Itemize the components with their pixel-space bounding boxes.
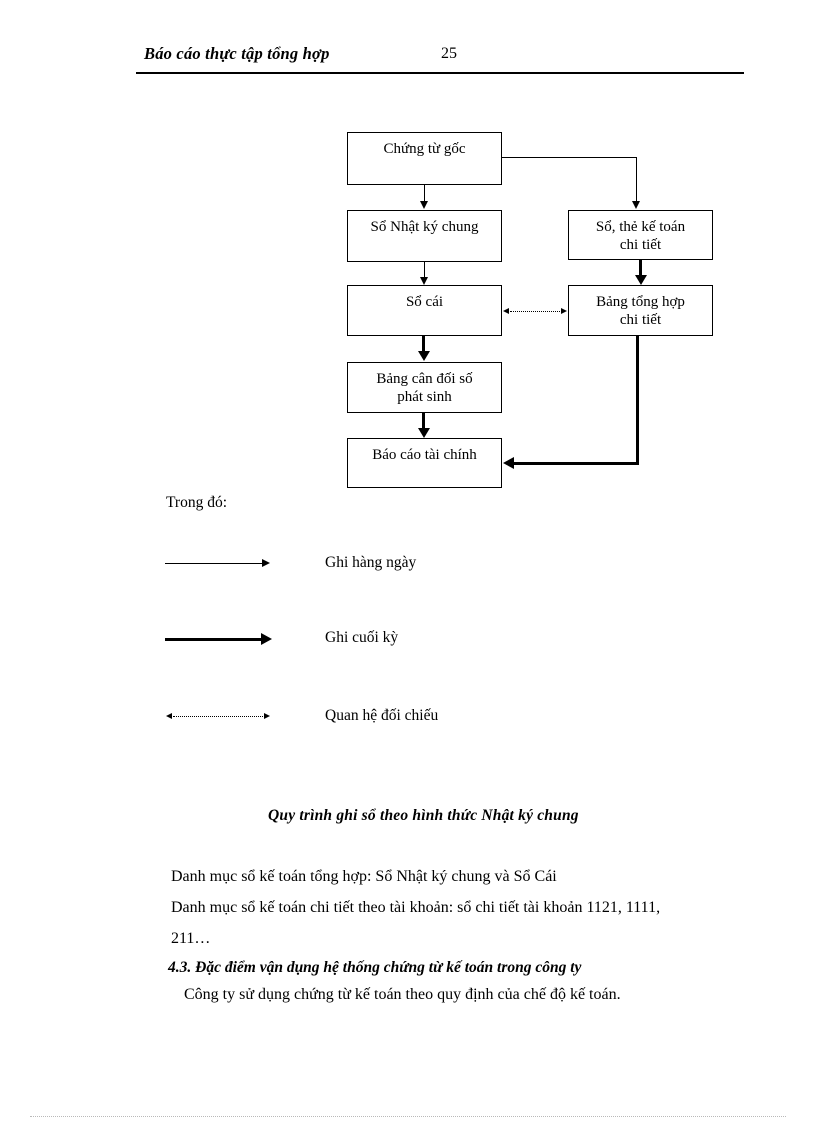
legend-label-ghi-hang-ngay: Ghi hàng ngày <box>325 554 417 571</box>
connector-nhatky-to-socai <box>424 262 425 277</box>
legend-thin-arrowhead-icon <box>262 559 270 567</box>
connector-bangtonghop-down <box>636 336 639 465</box>
flow-node-bang-can-doi-so-phat-sinh: Bảng cân đối số phát sinh <box>347 362 502 413</box>
legend-dotted-arrowhead-left-icon <box>166 712 172 719</box>
flow-node-label-line2: chi tiết <box>619 312 662 329</box>
flow-node-label: Báo cáo tài chính <box>372 447 477 463</box>
arrowhead-down-nhatky <box>419 201 428 209</box>
connector-to-baocao-left <box>514 462 639 465</box>
figure-caption: Quy trình ghi sổ theo hình thức Nhật ký … <box>268 807 579 824</box>
connector-chungtu-down-right <box>636 157 637 202</box>
arrowhead-down-bangtonghop <box>634 275 647 285</box>
body-line-1: Danh mục sổ kế toán tổng hợp: Sổ Nhật ký… <box>171 868 557 885</box>
header-page-number: 25 <box>441 45 457 62</box>
connector-dotted-socai-bangtonghop <box>510 311 560 312</box>
legend-intro: Trong đó: <box>166 494 228 511</box>
page-header: Báo cáo thực tập tổng hợp 25 <box>136 44 744 74</box>
flow-node-label: Sổ Nhật ký chung <box>370 219 479 235</box>
legend-label-quan-he-doi-chieu: Quan hệ đối chiếu <box>325 707 439 724</box>
footer-rule <box>30 1116 786 1117</box>
connector-chungtu-right <box>502 157 637 158</box>
flow-node-so-cai: Sổ cái <box>347 285 502 336</box>
legend-dotted-arrowhead-right-icon <box>264 712 270 719</box>
flow-node-so-the-ke-toan-chi-tiet: Sổ, thẻ kế toán chi tiết <box>568 210 713 260</box>
legend-thick-arrowhead-icon <box>261 633 272 645</box>
legend-thick-arrow-line <box>165 638 262 641</box>
flow-node-label-line1: Sổ, thẻ kế toán <box>595 219 686 235</box>
header-title: Báo cáo thực tập tổng hợp <box>144 44 330 63</box>
connector-sothe-to-bangtonghop <box>639 260 642 276</box>
flow-node-label-line1: Bảng tổng hợp <box>596 294 685 310</box>
flow-node-chung-tu-goc: Chứng từ gốc <box>347 132 502 185</box>
section-heading-4-3: 4.3. Đặc điểm vận dụng hệ thống chứng từ… <box>168 959 582 976</box>
legend-dotted-arrow-line <box>173 716 263 717</box>
flow-node-label-line1: Bảng cân đối số <box>376 371 473 387</box>
connector-chungtu-to-nhatky <box>424 185 425 202</box>
connector-bangcandoi-to-baocao <box>422 413 425 429</box>
arrowhead-left-baocao <box>503 456 514 469</box>
flow-node-label: Chứng từ gốc <box>383 141 466 157</box>
flow-node-label: Sổ cái <box>405 294 444 310</box>
flow-node-bang-tong-hop-chi-tiet: Bảng tổng hợp chi tiết <box>568 285 713 336</box>
arrowhead-down-socai <box>419 277 428 285</box>
arrowhead-left-socai <box>503 307 509 314</box>
flow-node-so-nhat-ky-chung: Sổ Nhật ký chung <box>347 210 502 262</box>
arrowhead-down-bangcandoi <box>417 351 430 361</box>
header-rule <box>136 72 744 74</box>
connector-socai-to-bangcandoi <box>422 336 425 352</box>
flow-node-label-line2: chi tiết <box>619 237 662 254</box>
body-line-4: Công ty sử dụng chứng từ kế toán theo qu… <box>184 986 621 1003</box>
flow-node-label-line2: phát sinh <box>397 389 452 406</box>
arrowhead-down-sothe <box>631 201 640 209</box>
body-line-2: Danh mục sổ kế toán chi tiết theo tài kh… <box>171 899 661 916</box>
arrowhead-right-bangtonghop <box>561 307 567 314</box>
body-line-3: 211… <box>171 930 211 947</box>
flow-node-bao-cao-tai-chinh: Báo cáo tài chính <box>347 438 502 488</box>
arrowhead-down-baocao <box>417 428 430 438</box>
legend-label-ghi-cuoi-ky: Ghi cuối kỳ <box>325 629 399 646</box>
legend-thin-arrow-line <box>165 563 263 564</box>
